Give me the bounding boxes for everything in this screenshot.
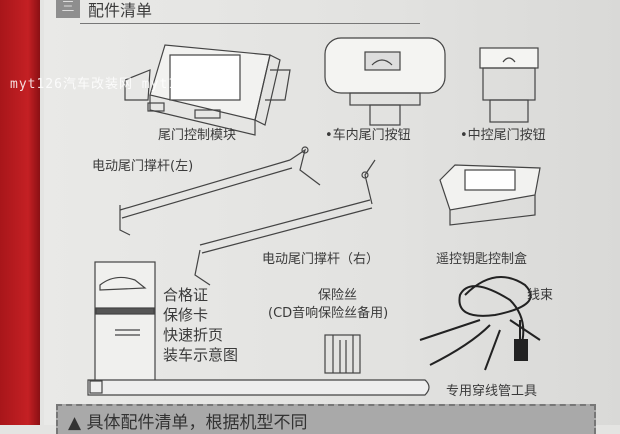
- parts-illustrations: [87, 37, 541, 396]
- label-strut-right: 电动尾门撑杆（右）: [262, 252, 380, 267]
- doc-item: 合格证: [163, 286, 209, 304]
- label-fuse: 保险丝: [318, 288, 358, 303]
- right-strut-drawing: [194, 159, 376, 286]
- note-box: ▲ 具体配件清单，根据机型不同: [56, 404, 596, 434]
- label-harness: 线束: [527, 288, 554, 303]
- label-module: 尾门控制模块: [158, 128, 237, 143]
- section-number: 三: [56, 0, 80, 18]
- docs-booklet-drawing: [94, 261, 156, 391]
- fuse-drawing: [324, 334, 361, 374]
- label-inner-button: •车内尾门按钮: [325, 128, 411, 143]
- label-strut-left: 电动尾门撑杆(左): [92, 159, 194, 174]
- doc-item: 快速折页: [163, 326, 224, 344]
- inner-button-drawing: [324, 37, 446, 126]
- divider: [80, 23, 420, 24]
- harness-drawing: [419, 276, 541, 371]
- docs-list: 合格证 保修卡 快速折页 装车示意图: [163, 285, 238, 365]
- section-title: 配件清单: [88, 1, 153, 20]
- center-button-drawing: [479, 47, 539, 123]
- doc-item: 装车示意图: [163, 346, 239, 364]
- label-fuse-note: (CD音响保险丝备用): [268, 306, 389, 321]
- key-box-drawing: [439, 164, 541, 226]
- label-center-button: •中控尾门按钮: [460, 128, 546, 143]
- doc-item: 保修卡: [163, 306, 209, 324]
- control-module-drawing: [124, 44, 291, 136]
- watermark: myt126汽车改装网 myt126.com: [10, 77, 231, 92]
- label-key-box: 遥控钥匙控制盒: [436, 252, 528, 267]
- threading-tool-drawing: [87, 379, 430, 396]
- red-background: [0, 0, 40, 425]
- label-tool: 专用穿线管工具: [446, 384, 538, 399]
- left-strut-drawing: [119, 146, 321, 236]
